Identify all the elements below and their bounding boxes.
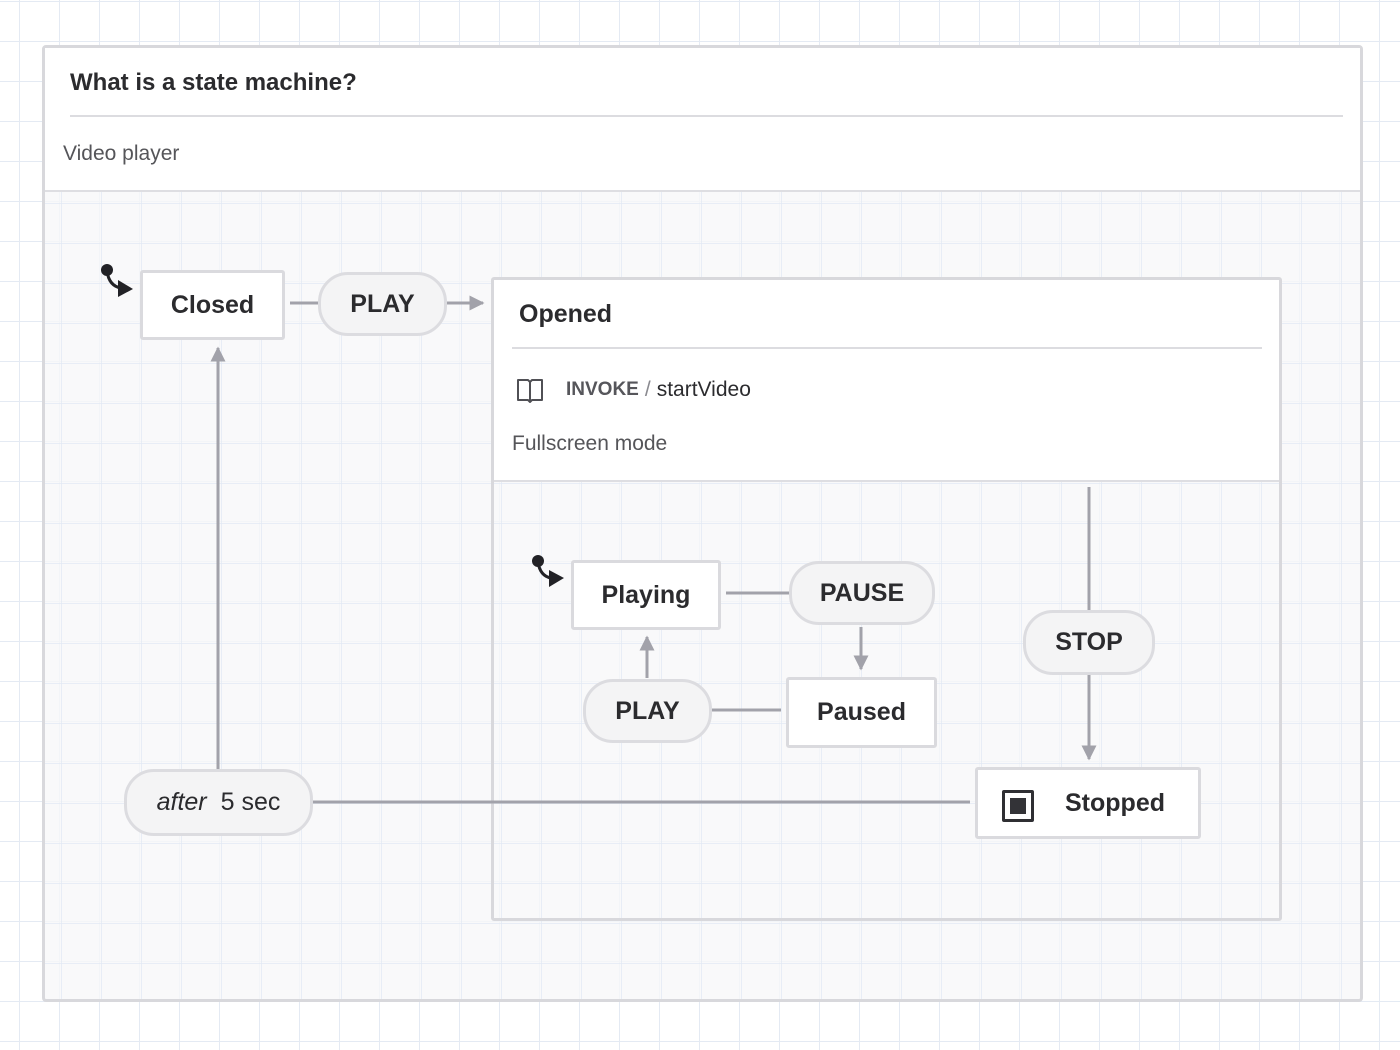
state-opened-description: Fullscreen mode	[512, 432, 668, 455]
state-playing[interactable]: Playing	[571, 560, 721, 630]
opened-header: Opened INVOKE / startVideo Fullscreen mo…	[494, 280, 1279, 482]
state-stopped-label: Stopped	[1065, 788, 1165, 817]
event-play-outer-label: PLAY	[350, 289, 415, 318]
state-playing-label: Playing	[601, 580, 691, 609]
event-play-outer[interactable]: PLAY	[318, 272, 447, 336]
state-stopped[interactable]: Stopped	[975, 767, 1201, 839]
machine-header: What is a state machine? Video player	[45, 48, 1360, 192]
state-opened-label: Opened	[519, 300, 613, 328]
event-play-inner[interactable]: PLAY	[583, 679, 712, 743]
state-paused[interactable]: Paused	[786, 677, 937, 748]
event-stop-label: STOP	[1055, 628, 1123, 656]
state-closed[interactable]: Closed	[140, 270, 285, 340]
state-opened[interactable]: Opened INVOKE / startVideo Fullscreen mo…	[491, 277, 1282, 921]
initial-state-arrow-icon	[532, 555, 564, 587]
book-icon	[517, 379, 543, 403]
initial-state-arrow-icon	[101, 264, 133, 297]
invoke-action[interactable]: INVOKE / startVideo	[516, 375, 751, 405]
event-stop[interactable]: STOP	[1023, 610, 1155, 675]
state-machine: What is a state machine? Video player	[42, 45, 1363, 1002]
machine-title: What is a state machine?	[70, 69, 357, 96]
final-state-icon	[1002, 790, 1034, 822]
event-pause[interactable]: PAUSE	[789, 561, 935, 625]
event-after-delay[interactable]: after 5 sec	[124, 769, 313, 836]
event-play-inner-label: PLAY	[615, 696, 680, 725]
state-paused-label: Paused	[817, 698, 906, 726]
invoke-source: startVideo	[656, 378, 751, 401]
divider	[512, 347, 1262, 349]
event-after-value: 5 sec	[220, 788, 281, 816]
invoke-separator: /	[644, 378, 651, 401]
machine-description: Video player	[63, 142, 180, 165]
state-closed-label: Closed	[170, 290, 255, 319]
divider	[70, 115, 1343, 117]
invoke-keyword: INVOKE	[566, 379, 639, 400]
event-after-keyword: after	[156, 788, 207, 816]
event-pause-label: PAUSE	[819, 578, 905, 607]
